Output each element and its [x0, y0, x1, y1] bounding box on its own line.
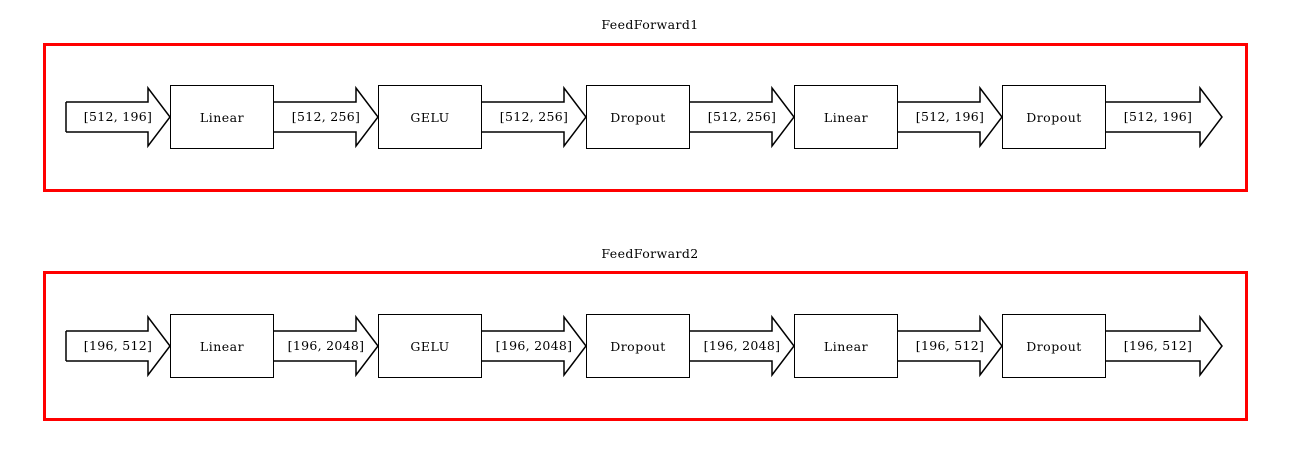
edge-label-dropout2-out: [512, 196]	[1122, 108, 1194, 124]
node-feedforward1-dropout-2[interactable]: Dropout	[1002, 85, 1106, 149]
node-label: Dropout	[1026, 109, 1082, 125]
node-label: Linear	[823, 338, 869, 354]
edge-label-dropout1-linear2: [196, 2048]	[702, 337, 782, 353]
node-label: GELU	[410, 338, 450, 354]
node-label: Dropout	[610, 109, 666, 125]
group-title-feedforward1: FeedForward1	[601, 17, 699, 32]
edge-label-in-linear1: [512, 196]	[82, 108, 154, 124]
group-title-feedforward2: FeedForward2	[601, 246, 699, 261]
edge-label-linear1-gelu: [196, 2048]	[286, 337, 366, 353]
group-frame-feedforward1	[43, 43, 1248, 192]
node-feedforward1-dropout-1[interactable]: Dropout	[586, 85, 690, 149]
node-label: Linear	[199, 109, 245, 125]
node-label: Linear	[199, 338, 245, 354]
flow-arrow-dropout2-out	[1106, 314, 1223, 378]
edge-label-gelu-dropout1: [512, 256]	[498, 108, 570, 124]
flow-arrow-dropout2-out	[1106, 85, 1223, 149]
node-label: Linear	[823, 109, 869, 125]
node-label: GELU	[410, 109, 450, 125]
node-feedforward1-gelu-1[interactable]: GELU	[378, 85, 482, 149]
node-feedforward1-linear-2[interactable]: Linear	[794, 85, 898, 149]
node-label: Dropout	[1026, 338, 1082, 354]
node-feedforward2-dropout-1[interactable]: Dropout	[586, 314, 690, 378]
node-feedforward2-gelu-1[interactable]: GELU	[378, 314, 482, 378]
node-label: Dropout	[610, 338, 666, 354]
node-feedforward2-linear-1[interactable]: Linear	[170, 314, 274, 378]
edge-label-linear2-dropout2: [512, 196]	[914, 108, 986, 124]
edge-label-in-linear1: [196, 512]	[82, 337, 154, 353]
group-frame-feedforward2	[43, 271, 1248, 421]
edge-label-linear2-dropout2: [196, 512]	[914, 337, 986, 353]
edge-label-gelu-dropout1: [196, 2048]	[494, 337, 574, 353]
edge-label-dropout2-out: [196, 512]	[1122, 337, 1194, 353]
node-feedforward2-linear-2[interactable]: Linear	[794, 314, 898, 378]
edge-label-linear1-gelu: [512, 256]	[290, 108, 362, 124]
edge-label-dropout1-linear2: [512, 256]	[706, 108, 778, 124]
node-feedforward1-linear-1[interactable]: Linear	[170, 85, 274, 149]
node-feedforward2-dropout-2[interactable]: Dropout	[1002, 314, 1106, 378]
